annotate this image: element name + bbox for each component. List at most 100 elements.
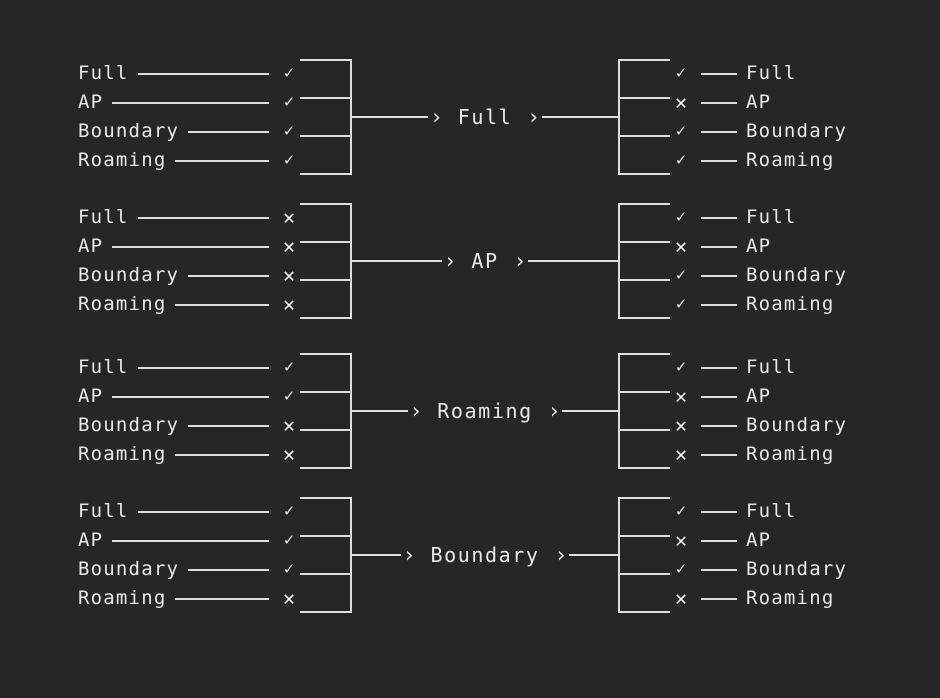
check-icon: ✓ xyxy=(675,357,687,377)
connector-line xyxy=(137,366,269,369)
output-label: AP xyxy=(746,385,772,407)
connector-line xyxy=(528,260,619,262)
input-row: AP✓ xyxy=(78,88,300,117)
output-label: AP xyxy=(746,235,772,257)
input-column: Full✓AP✓Boundary✓Roaming✕ xyxy=(78,496,300,614)
check-icon: ✓ xyxy=(283,386,295,406)
cross-icon: ✕ xyxy=(674,413,688,437)
arrow-head-icon: › xyxy=(402,542,416,567)
input-row: Roaming✕ xyxy=(78,440,300,469)
bracket-stub xyxy=(300,573,352,575)
connector-line xyxy=(188,130,269,133)
output-row: Full ✓ xyxy=(670,353,900,382)
connector-line xyxy=(701,424,737,427)
bracket-stub xyxy=(300,279,352,281)
output-row: AP ✕ xyxy=(670,382,900,411)
bracket-stub xyxy=(618,97,670,99)
cross-icon: ✕ xyxy=(282,292,296,316)
bracket-stub xyxy=(300,611,352,613)
connector-line xyxy=(352,260,442,262)
connector-line xyxy=(137,216,269,219)
cross-icon: ✕ xyxy=(282,586,296,610)
input-row: Full✓ xyxy=(78,59,300,88)
input-label: AP xyxy=(78,91,104,113)
cross-icon: ✕ xyxy=(282,205,296,229)
bracket-stub xyxy=(300,497,352,499)
output-bracket xyxy=(618,497,670,613)
input-label: Boundary xyxy=(78,414,180,436)
bracket-stub xyxy=(618,391,670,393)
check-icon: ✓ xyxy=(675,294,687,314)
bracket-stub xyxy=(300,391,352,393)
connector-line xyxy=(352,410,408,412)
input-row: Boundary✕ xyxy=(78,411,300,440)
state-label: AP xyxy=(471,249,499,273)
output-column: Full✓AP✕Boundary✓Roaming✓ xyxy=(670,58,900,176)
connector-line xyxy=(701,597,737,600)
bracket-spine xyxy=(350,497,352,613)
bracket-stub xyxy=(618,353,670,355)
connector-line xyxy=(188,568,269,571)
arrow-head-icon: › xyxy=(554,542,568,567)
connector-line xyxy=(701,453,737,456)
bracket-spine xyxy=(350,353,352,469)
output-row: AP✕ xyxy=(670,526,900,555)
bracket-stub xyxy=(300,317,352,319)
cross-icon: ✕ xyxy=(674,586,688,610)
connector-line xyxy=(541,116,619,118)
check-icon: ✓ xyxy=(283,150,295,170)
output-label: Boundary xyxy=(746,558,848,580)
bracket-stub xyxy=(618,317,670,319)
connector-line xyxy=(701,101,737,104)
connector-line xyxy=(175,159,269,162)
output-bracket xyxy=(618,353,670,469)
bracket-stub xyxy=(300,535,352,537)
state-connector: ›Full› xyxy=(352,59,619,175)
connector-line xyxy=(188,424,269,427)
input-label: Roaming xyxy=(78,587,167,609)
output-label: Boundary xyxy=(746,120,848,142)
output-column: Full✓AP✕Boundary✓Roaming✕ xyxy=(670,496,900,614)
connector-line xyxy=(112,395,269,398)
bracket-stub xyxy=(618,59,670,61)
check-icon: ✓ xyxy=(283,63,295,83)
cross-icon: ✕ xyxy=(674,90,688,114)
output-column: Full ✓ AP ✕ Boundary ✕ Roaming✕ xyxy=(670,352,900,470)
bracket-stub xyxy=(300,203,352,205)
input-row: Boundary✕ xyxy=(78,261,300,290)
bracket-stub xyxy=(300,353,352,355)
connector-line xyxy=(701,72,737,75)
output-label: Roaming xyxy=(746,443,835,465)
bracket-stub xyxy=(618,279,670,281)
input-row: Roaming ✕ xyxy=(78,584,300,613)
output-row: Full✓ xyxy=(670,59,900,88)
input-label: Boundary xyxy=(78,558,180,580)
bracket-stub xyxy=(618,573,670,575)
connector-line xyxy=(188,274,269,277)
output-row: Boundary✓ xyxy=(670,261,900,290)
check-icon: ✓ xyxy=(675,63,687,83)
output-row: Boundary✓ xyxy=(670,555,900,584)
bracket-spine xyxy=(618,353,620,469)
bracket-stub xyxy=(300,59,352,61)
bracket-stub xyxy=(618,173,670,175)
output-label: Full xyxy=(746,356,797,378)
output-row: Roaming✕ xyxy=(670,440,900,469)
check-icon: ✓ xyxy=(283,530,295,550)
bracket-stub xyxy=(300,467,352,469)
bracket-stub xyxy=(618,203,670,205)
input-label: AP xyxy=(78,529,104,551)
transition-group: Full✓AP✓Boundary✓Roaming✕›Boundary›Full✓… xyxy=(0,490,940,620)
check-icon: ✓ xyxy=(675,501,687,521)
output-row: Full✓ xyxy=(670,203,900,232)
output-label: Boundary xyxy=(746,414,848,436)
connector-line xyxy=(701,159,737,162)
connector-line xyxy=(175,303,269,306)
cross-icon: ✕ xyxy=(674,384,688,408)
output-row: Boundary ✕ xyxy=(670,411,900,440)
input-bracket xyxy=(300,203,352,319)
input-bracket xyxy=(300,353,352,469)
input-row: Roaming✕ xyxy=(78,290,300,319)
input-label: Full xyxy=(78,356,129,378)
